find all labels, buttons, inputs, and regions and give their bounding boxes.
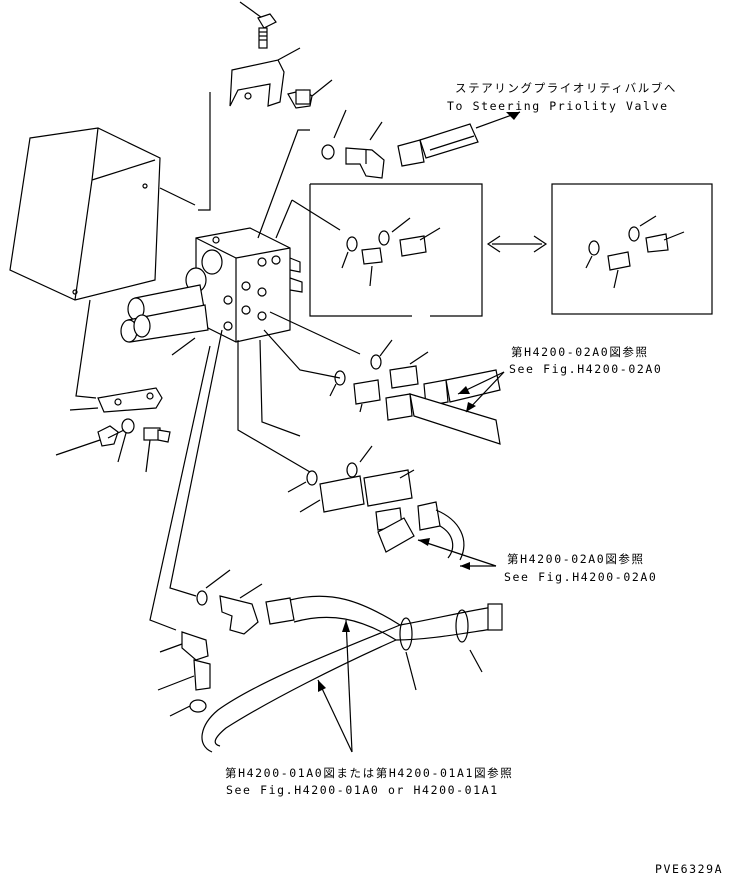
mid-fittings bbox=[329, 339, 501, 445]
label-steering-en: To Steering Priolity Valve bbox=[447, 99, 669, 113]
figure-code: PVE6329A bbox=[655, 862, 724, 876]
lower-fittings bbox=[287, 445, 465, 561]
cover-box bbox=[9, 127, 161, 301]
inset-box-right bbox=[551, 183, 713, 315]
washer bbox=[117, 418, 135, 463]
label-ref2-en: See Fig.H4200-02A0 bbox=[504, 570, 658, 584]
elbow-upper bbox=[345, 121, 385, 179]
valve-block bbox=[120, 227, 303, 343]
bottom-elbow bbox=[196, 569, 263, 635]
label-steering-jp: ステアリングプライオリティバルブへ bbox=[455, 81, 678, 95]
bottom-connector bbox=[157, 631, 211, 717]
lower-bolt-1 bbox=[55, 425, 125, 456]
top-bolt bbox=[239, 1, 277, 49]
label-ref1-en: See Fig.H4200-02A0 bbox=[509, 362, 663, 376]
lower-bolt-2 bbox=[143, 427, 171, 473]
arrow-double bbox=[486, 235, 548, 253]
hose-to-steering bbox=[397, 111, 521, 167]
top-bracket bbox=[229, 47, 301, 107]
lower-bracket bbox=[97, 387, 163, 413]
bracket-bolt bbox=[287, 79, 333, 109]
label-ref1-jp: 第H4200-02A0図参照 bbox=[511, 345, 649, 359]
inset-box-left bbox=[275, 183, 483, 317]
oring-upper bbox=[321, 109, 347, 160]
label-ref3-en: See Fig.H4200-01A0 or H4200-01A1 bbox=[226, 783, 499, 797]
label-ref2-jp: 第H4200-02A0図参照 bbox=[507, 552, 645, 566]
label-ref3-jp: 第H4200-01A0図または第H4200-01A1図参照 bbox=[225, 766, 514, 780]
bottom-hose bbox=[201, 595, 503, 753]
